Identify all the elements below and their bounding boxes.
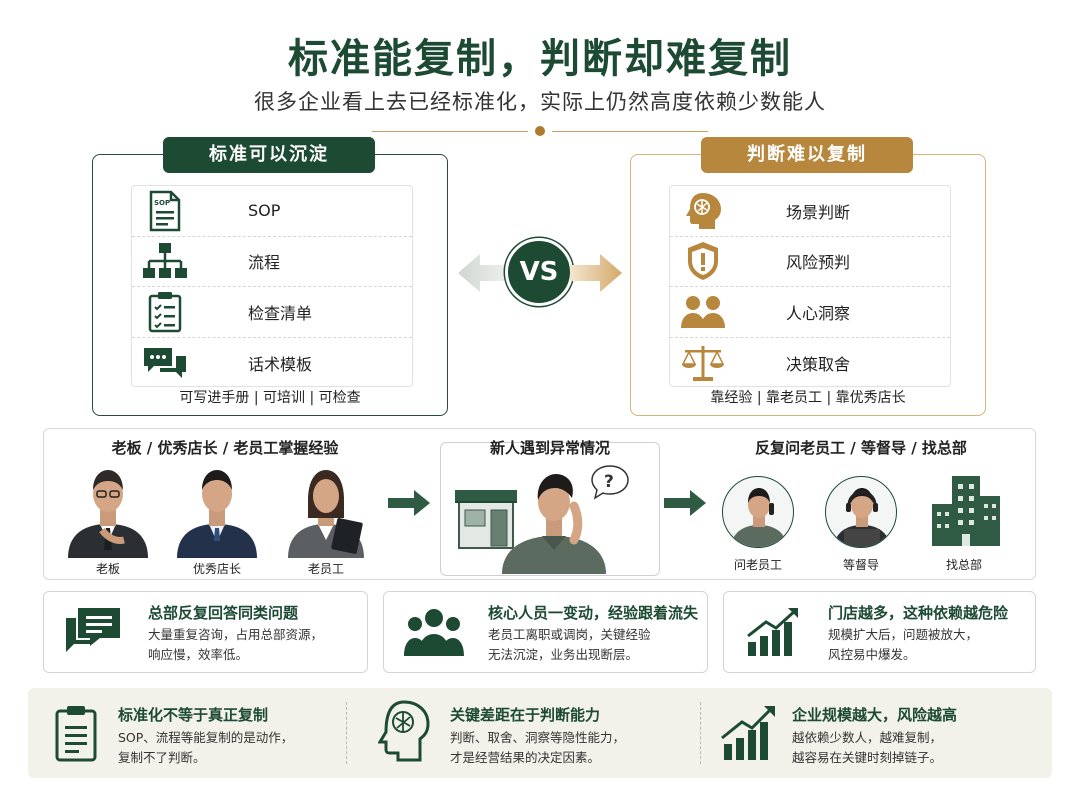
problem-card: 总部反复回答同类问题 大量重复咨询，占用总部资源，响应慢，效率低。 bbox=[43, 591, 368, 673]
problem-card: 核心人员一变动，经验跟着流失 老员工离职或调岗，关键经验无法沉淀，业务出现断层。 bbox=[383, 591, 708, 673]
item-label: 检查清单 bbox=[248, 303, 313, 323]
ask-veteran-avatar bbox=[722, 476, 794, 548]
person-label: 优秀店长 bbox=[192, 562, 241, 576]
item-label: 人心洞察 bbox=[786, 303, 851, 323]
summary-title: 企业规模越大，风险越高 bbox=[792, 706, 958, 724]
list-item: 话术模板 bbox=[132, 338, 412, 389]
growth-chart-icon bbox=[747, 608, 798, 656]
brain-icon bbox=[670, 191, 736, 231]
summary-separator bbox=[700, 702, 701, 764]
item-label: 话术模板 bbox=[248, 354, 313, 374]
right-item-label: 找总部 bbox=[945, 558, 982, 572]
judgment-list: 场景判断 风险预判 人心洞察 决策取舍 bbox=[669, 185, 951, 387]
newcomer-avatar bbox=[502, 474, 606, 574]
person-label: 老板 bbox=[95, 562, 120, 576]
item-label: 风险预判 bbox=[786, 253, 851, 273]
page-title: 标准能复制，判断却难复制 bbox=[288, 36, 792, 82]
card-desc: 老员工离职或调岗，关键经验无法沉淀，业务出现断层。 bbox=[488, 627, 651, 662]
card-desc: 规模扩大后，问题被放大，风控易中爆发。 bbox=[828, 627, 979, 662]
summary-item: 关键差距在于判断能力 判断、取舍、洞察等隐性能力，才是经营结果的决定因素。 bbox=[358, 688, 698, 778]
team-icon bbox=[404, 609, 464, 656]
summary-desc: SOP、流程等能复制的是动作，复制不了判断。 bbox=[118, 730, 294, 765]
flow-middle-heading: 新人遇到异常情况 bbox=[489, 439, 610, 457]
summary-strip: 标准化不等于真正复制 SOP、流程等能复制的是动作，复制不了判断。 关键差距在于… bbox=[28, 688, 1052, 778]
summary-title: 关键差距在于判断能力 bbox=[450, 706, 601, 724]
flow-arrow-2-icon bbox=[664, 490, 706, 516]
item-label: SOP bbox=[248, 201, 281, 221]
vs-badge: VS bbox=[505, 238, 573, 306]
trend-up-icon bbox=[721, 706, 775, 760]
arrow-left-icon bbox=[458, 254, 510, 292]
people-icon bbox=[670, 294, 736, 330]
summary-item: 企业规模越大，风险越高 越依赖少数人，越难复制，越容易在关键时刻掉链子。 bbox=[712, 688, 1052, 778]
clipboard-icon bbox=[55, 706, 97, 762]
question-mark: ? bbox=[604, 472, 614, 492]
org-chart-icon bbox=[132, 242, 198, 280]
summary-desc: 越依赖少数人，越难复制，越容易在关键时刻掉链子。 bbox=[792, 730, 943, 765]
standards-footer: 可写进手册 | 可培训 | 可检查 bbox=[179, 390, 361, 406]
supervisor-avatar bbox=[825, 476, 897, 548]
head-brain-icon bbox=[378, 700, 430, 762]
headquarters-building-icon bbox=[932, 476, 1000, 546]
card-title: 门店越多，这种依赖越危险 bbox=[828, 604, 1009, 622]
card-title: 核心人员一变动，经验跟着流失 bbox=[488, 604, 699, 622]
divider-left bbox=[372, 131, 528, 132]
chat-bubbles-icon bbox=[132, 344, 198, 382]
divider-dot bbox=[535, 126, 545, 136]
svg-text:SOP: SOP bbox=[154, 199, 170, 207]
question-bubble-icon: ? bbox=[591, 465, 629, 500]
checklist-icon bbox=[132, 291, 198, 333]
sop-document-icon: SOP bbox=[132, 190, 198, 232]
arrow-right-icon bbox=[570, 254, 622, 292]
boss-avatar bbox=[68, 470, 148, 558]
list-item: 决策取舍 bbox=[670, 338, 950, 389]
list-item: SOP SOP bbox=[132, 186, 412, 237]
item-label: 场景判断 bbox=[786, 202, 851, 222]
list-item: 场景判断 bbox=[670, 186, 950, 237]
card-desc: 大量重复咨询，占用总部资源，响应慢，效率低。 bbox=[148, 627, 324, 662]
veteran-employee-avatar bbox=[288, 470, 364, 558]
list-item: 人心洞察 bbox=[670, 287, 950, 338]
store-icon bbox=[455, 490, 517, 549]
scales-icon bbox=[670, 343, 736, 383]
list-item: 流程 bbox=[132, 237, 412, 287]
right-item-label: 等督导 bbox=[842, 558, 879, 572]
person-label: 老员工 bbox=[307, 562, 344, 576]
flow-left-heading: 老板 / 优秀店长 / 老员工掌握经验 bbox=[111, 439, 339, 457]
judgment-tag: 判断难以复制 bbox=[701, 137, 913, 173]
item-label: 流程 bbox=[248, 253, 281, 273]
divider-right bbox=[552, 131, 708, 132]
summary-item: 标准化不等于真正复制 SOP、流程等能复制的是动作，复制不了判断。 bbox=[28, 688, 358, 778]
standards-tag: 标准可以沉淀 bbox=[163, 137, 375, 173]
store-manager-avatar bbox=[177, 470, 257, 558]
flow-band bbox=[43, 428, 1036, 580]
judgment-footer: 靠经验 | 靠老员工 | 靠优秀店长 bbox=[710, 390, 906, 406]
warning-shield-icon bbox=[670, 240, 736, 282]
page-subtitle: 很多企业看上去已经标准化，实际上仍然高度依赖少数能人 bbox=[254, 90, 826, 114]
card-title: 总部反复回答同类问题 bbox=[148, 604, 299, 622]
list-item: 检查清单 bbox=[132, 287, 412, 338]
summary-separator bbox=[346, 702, 347, 764]
problem-card: 门店越多，这种依赖越危险 规模扩大后，问题被放大，风控易中爆发。 bbox=[723, 591, 1036, 673]
flow-right-heading: 反复问老员工 / 等督导 / 找总部 bbox=[755, 439, 967, 457]
summary-title: 标准化不等于真正复制 bbox=[118, 706, 269, 724]
summary-desc: 判断、取舍、洞察等隐性能力，才是经营结果的决定因素。 bbox=[450, 730, 626, 765]
chat-icon bbox=[66, 608, 120, 652]
standards-panel: 标准可以沉淀 SOP SOP 流程 检查清单 话术模板 可写进手册 | 可 bbox=[92, 137, 448, 416]
flow-arrow-1-icon bbox=[388, 490, 430, 516]
list-item: 风险预判 bbox=[670, 237, 950, 287]
standards-list: SOP SOP 流程 检查清单 话术模板 bbox=[131, 185, 413, 387]
judgment-panel: 判断难以复制 场景判断 风险预判 人心洞察 决策取舍 靠经验 | 靠老员 bbox=[630, 137, 986, 416]
item-label: 决策取舍 bbox=[786, 354, 851, 374]
right-item-label: 问老员工 bbox=[733, 558, 782, 572]
